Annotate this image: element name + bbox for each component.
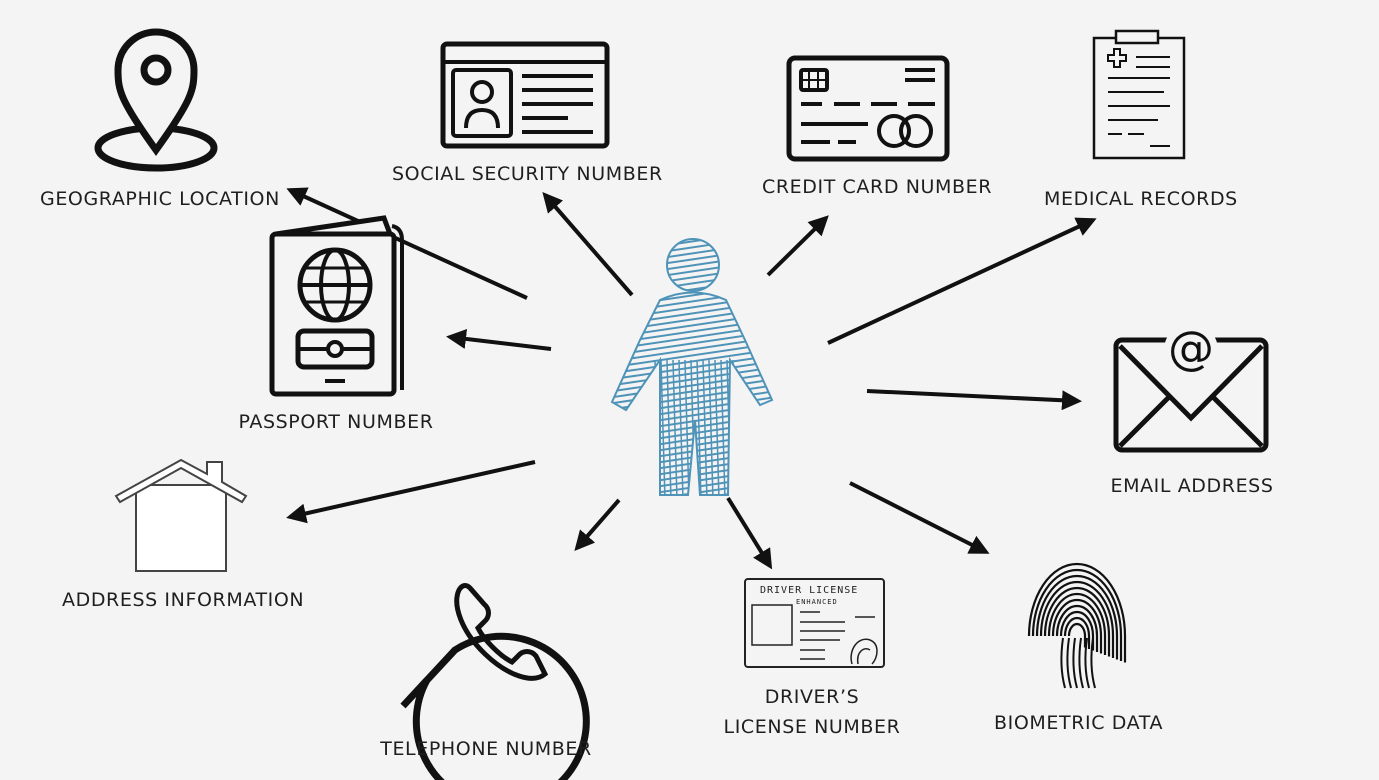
arrow-to-drivers-license-number (726, 496, 773, 570)
license-card-subtitle: ENHANCED (796, 598, 838, 606)
house-icon (114, 458, 248, 572)
label-geographic-location: GEOGRAPHIC LOCATION (40, 188, 280, 210)
label-medical-records: MEDICAL RECORDS (1044, 188, 1238, 210)
arrows (286, 187, 1097, 570)
medical-clipboard-icon (1092, 29, 1186, 160)
passport-icon (269, 215, 404, 397)
credit-card-icon (786, 55, 950, 162)
map-pin-icon (94, 28, 218, 172)
arrow-to-medical-records (827, 217, 1097, 345)
arrow-to-email-address (866, 389, 1082, 411)
label-credit-card-number: CREDIT CARD NUMBER (762, 176, 993, 198)
arrow-to-credit-card-number (766, 215, 829, 277)
phone-chat-icon (400, 583, 590, 780)
id-card-icon (440, 41, 610, 149)
label-passport-number: PASSPORT NUMBER (238, 411, 434, 433)
envelope-at-icon: @ (1113, 321, 1269, 453)
arrow-to-geographic-location (286, 187, 528, 300)
label-address-information: ADDRESS INFORMATION (62, 589, 305, 611)
label-telephone-number: TELEPHONE NUMBER (380, 738, 592, 760)
arrow-to-social-security-number (542, 191, 634, 297)
label-biometric-data: BIOMETRIC DATA (994, 712, 1164, 734)
arrow-to-passport-number (446, 328, 552, 351)
drivers-license-icon: DRIVER LICENSE ENHANCED (744, 578, 885, 668)
person-sketch-icon (610, 238, 774, 496)
fingerprint-icon (1027, 562, 1127, 689)
arrow-to-telephone-number (574, 498, 621, 552)
arrow-to-biometric-data (849, 481, 990, 554)
label-social-security-number: SOCIAL SECURITY NUMBER (392, 163, 663, 185)
label-email-address: EMAIL ADDRESS (1110, 475, 1274, 497)
label-drivers-license-number: DRIVER’S LICENSE NUMBER (723, 686, 901, 738)
svg-text:@: @ (1168, 321, 1214, 375)
arrow-to-address-information (286, 460, 536, 524)
license-card-title: DRIVER LICENSE (760, 585, 858, 596)
